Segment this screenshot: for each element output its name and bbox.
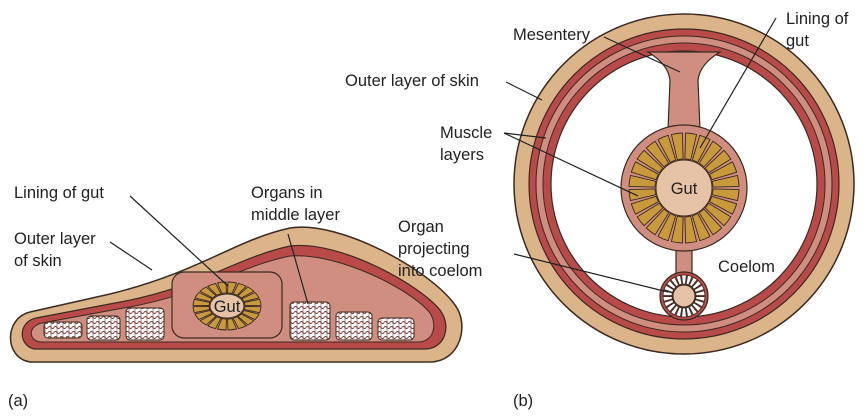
organ-block — [126, 308, 164, 340]
organ-texture-segment — [682, 308, 687, 317]
organ-block — [87, 316, 120, 340]
organ-block — [44, 322, 82, 338]
label-lining-gut-b-line2: gut — [786, 32, 809, 50]
panel-a-acoelomate: Gut Lining of gut Outer layer of skin Or… — [8, 184, 462, 410]
label-organ-line1: Organ — [398, 218, 444, 236]
label-organs-line2: middle layer — [251, 206, 340, 224]
label-lining-gut-b-line1: Lining of — [786, 10, 849, 28]
label-organ-line2: projecting — [398, 240, 470, 258]
panel-label-b: (b) — [513, 392, 533, 410]
label-outer-layer-b: Outer layer of skin — [345, 72, 479, 90]
gut-label-a: Gut — [214, 298, 241, 316]
label-lining-of-gut-a: Lining of gut — [14, 184, 104, 202]
label-organ-line3: into coelom — [398, 262, 482, 280]
panel-label-a: (a) — [8, 392, 28, 410]
label-muscle-line1: Muscle — [440, 124, 492, 142]
organ-texture-segment — [682, 275, 687, 284]
label-organs-line1: Organs in — [251, 184, 323, 202]
label-outer-layer-a-line2: of skin — [14, 252, 62, 270]
gut-label-b: Gut — [671, 180, 698, 198]
label-mesentery: Mesentery — [513, 26, 591, 44]
organ-block — [336, 312, 372, 340]
leader-outer-layer-a — [110, 242, 152, 270]
label-outer-layer-a-line1: Outer layer — [14, 230, 96, 248]
organ-block — [378, 318, 414, 340]
label-muscle-line2: layers — [440, 146, 484, 164]
organ-block — [290, 302, 330, 340]
projecting-organ-center — [673, 285, 695, 307]
label-coelom: Coelom — [718, 258, 775, 276]
leader-outer-layer-b — [506, 82, 542, 100]
